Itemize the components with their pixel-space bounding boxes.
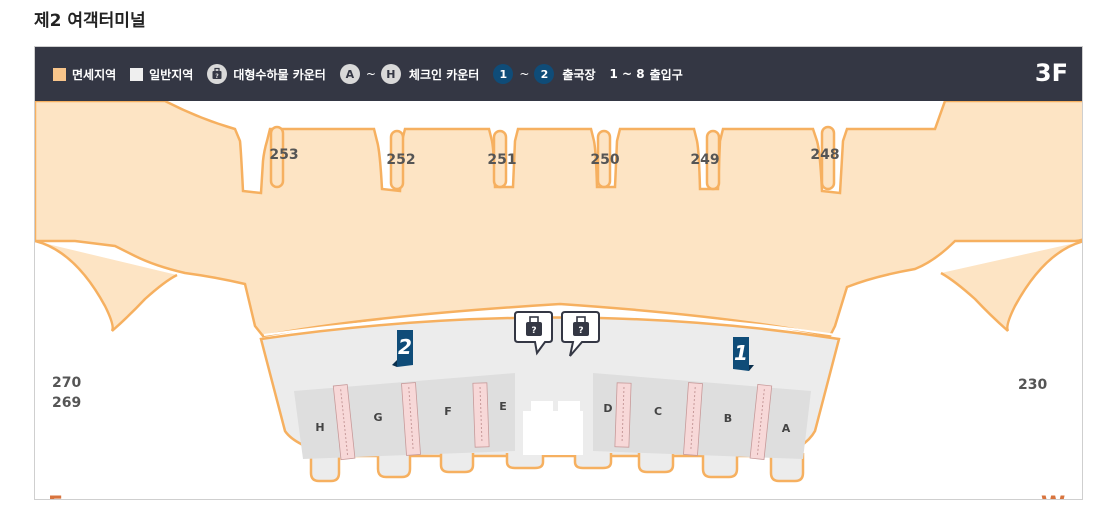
gate-248: 248 (810, 147, 839, 163)
checkin-counters (332, 382, 773, 461)
checkin-from-icon: A (339, 64, 360, 84)
svg-text:?: ? (216, 73, 220, 80)
floor-indicator: 3F (1034, 59, 1068, 87)
gate-252: 252 (386, 152, 415, 168)
direction-west: W (1041, 493, 1065, 500)
gate-230: 230 (1018, 377, 1047, 393)
legend-entrance-label: 출입구 (649, 67, 683, 82)
departure-to-icon: 2 (534, 64, 555, 84)
checkin-row-a: A (782, 422, 791, 435)
checkin-row-h: H (315, 421, 324, 434)
legend-duty-free-label: 면세지역 (72, 67, 117, 82)
checkin-row-f: F (444, 405, 452, 418)
duty-free-area (35, 101, 1082, 338)
legend-entrance-range: 1 ~ 8 (609, 67, 645, 81)
svg-text:?: ? (578, 326, 583, 336)
checkin-to-icon: H (380, 64, 401, 84)
departure-marker-2: 2 (392, 330, 413, 367)
terminal-map-panel: 면세지역 일반지역 ? 대형수하물 카운터 A ~ H 체크인 카운터 1 ~ … (34, 46, 1083, 500)
legend-checkin-label: 체크인 카운터 (408, 67, 480, 82)
svg-text:?: ? (531, 326, 536, 336)
oversized-baggage-marker-left: ? (514, 311, 553, 356)
legend-duty-free: 면세지역 (53, 66, 116, 83)
oversized-baggage-marker-right: ? (561, 311, 600, 357)
central-structure (523, 401, 583, 455)
departure-from-icon: 1 (493, 64, 514, 84)
checkin-row-d: D (603, 402, 612, 415)
legend-checkin: A ~ H 체크인 카운터 (339, 64, 480, 84)
checkin-row-c: C (654, 405, 662, 418)
legend-general: 일반지역 (130, 66, 193, 83)
legend-oversized-label: 대형수하물 카운터 (233, 67, 326, 82)
gate-251: 251 (487, 152, 516, 168)
pier-stubs (269, 125, 836, 191)
gate-269: 269 (52, 395, 81, 411)
map-legend: 면세지역 일반지역 ? 대형수하물 카운터 A ~ H 체크인 카운터 1 ~ … (35, 47, 1082, 101)
legend-oversized: ? 대형수하물 카운터 (207, 64, 326, 84)
legend-general-label: 일반지역 (149, 67, 194, 82)
legend-departure: 1 ~ 2 출국장 (493, 64, 596, 84)
duty-free-swatch-icon (53, 67, 66, 81)
departure-marker-1: 1 (733, 337, 754, 371)
departure-1-label: 1 (734, 341, 748, 365)
departure-2-label: 2 (398, 335, 412, 359)
checkin-row-e: E (499, 400, 507, 413)
legend-tilde: ~ (365, 67, 376, 81)
page-title: 제2 여객터미널 (34, 11, 146, 31)
gate-250: 250 (590, 152, 619, 168)
gate-249: 249 (690, 152, 719, 168)
checkin-row-b: B (724, 412, 732, 425)
oversized-baggage-icon: ? (207, 64, 228, 84)
direction-east: E (48, 493, 63, 500)
entrance-bumps (309, 453, 805, 483)
legend-entrance: 1 ~ 8 출입구 (610, 66, 683, 83)
checkin-row-g: G (373, 411, 382, 424)
floor-plan: ? ? 2 1 253 252 251 250 249 248 270 269 … (35, 101, 1082, 500)
gate-270: 270 (52, 375, 81, 391)
legend-departure-label: 출국장 (562, 67, 596, 82)
legend-tilde: ~ (519, 67, 530, 81)
general-swatch-icon (130, 67, 144, 81)
gate-253: 253 (269, 147, 298, 163)
